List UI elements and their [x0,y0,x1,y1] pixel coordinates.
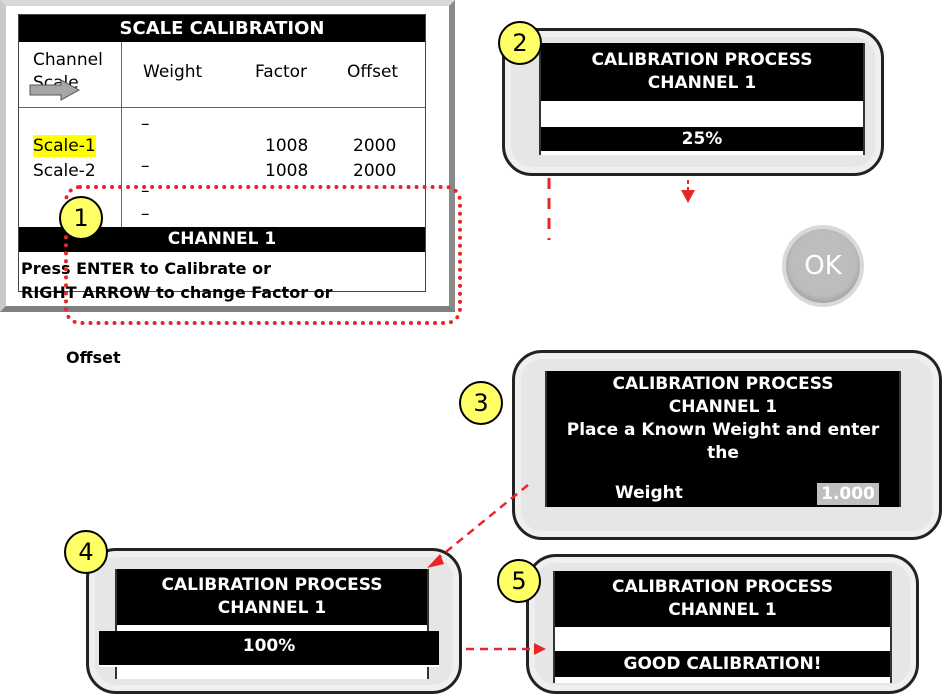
row1-factor: 1008 [265,136,309,156]
screen2-display: CALIBRATION PROCESS CHANNEL 1 25% [539,43,865,155]
screen3-instruction-line2: the [707,443,739,463]
screen5-title: CALIBRATION PROCESS CHANNEL 1 [555,571,890,627]
scale-calibration-panel: SCALE CALIBRATION Channel Scale Weight F… [18,14,426,302]
header-offset: Offset [347,62,399,82]
screen4-device: CALIBRATION PROCESS CHANNEL 1 100% [86,548,462,694]
screen5-display: CALIBRATION PROCESS CHANNEL 1 GOOD CALIB… [553,571,892,683]
header-factor: Factor [255,62,308,82]
screen5-title-line1: CALIBRATION PROCESS [611,577,833,597]
screen2-progress-bar: 25% [541,127,863,151]
screen-title: SCALE CALIBRATION [19,15,425,42]
scale-calibration-screen: SCALE CALIBRATION Channel Scale Weight F… [0,0,455,312]
screen4-progress-bar: 100% [99,631,439,667]
right-arrow-icon [29,79,81,101]
screen2-title: CALIBRATION PROCESS CHANNEL 1 [541,43,863,101]
screen4-title-line1: CALIBRATION PROCESS [161,575,383,595]
screen4-title-line2: CHANNEL 1 [217,598,327,618]
weight-value-field[interactable]: 1.000 [817,483,879,505]
instruction-line-2: RIGHT ARROW to change Factor or [21,283,333,302]
header-weight: Weight [143,62,203,82]
flow-arrow-line [435,484,529,561]
weight-label: Weight [615,483,683,503]
step-badge-1: 1 [59,196,103,240]
instruction-line-1: Press ENTER to Calibrate or [21,259,271,278]
screen5-status-bar: GOOD CALIBRATION! [555,651,890,677]
row4-weight: – [141,204,150,224]
step-badge-2: 2 [498,21,542,65]
screen4-title: CALIBRATION PROCESS CHANNEL 1 [117,569,427,625]
step-badge-5: 5 [497,559,541,603]
arrow-head-icon [427,554,444,568]
instruction-line-3: Offset [66,348,121,367]
ok-button[interactable]: OK [786,229,860,303]
row1-weight: – [141,114,150,134]
screen5-title-line2: CHANNEL 1 [668,600,777,620]
screen3-title-line1: CALIBRATION PROCESS [612,374,834,394]
screen3-instruction-line1: Place a Known Weight and enter [566,420,880,440]
row2-factor: 1008 [265,161,309,181]
instruction-text: Press ENTER to Calibrate or RIGHT ARROW … [21,257,381,305]
row2-scale[interactable]: Scale-2 [33,161,96,181]
screen3-text: CALIBRATION PROCESS CHANNEL 1 Place a Kn… [547,371,899,465]
screen4-display: CALIBRATION PROCESS CHANNEL 1 100% [99,569,439,679]
row1-scale[interactable]: Scale-1 [33,135,96,157]
screen3-display: CALIBRATION PROCESS CHANNEL 1 Place a Kn… [545,371,901,507]
arrow-head-icon [681,190,695,203]
table-divider [19,107,425,108]
row3-weight: – [141,181,150,201]
row2-offset: 2000 [353,161,397,181]
arrow-head-icon [534,643,546,655]
row2-weight: – [141,156,150,176]
screen5-device: CALIBRATION PROCESS CHANNEL 1 GOOD CALIB… [526,554,919,694]
row1-offset: 2000 [353,136,397,156]
screen3-title-line2: CHANNEL 1 [668,397,778,417]
step-badge-4: 4 [64,530,108,574]
screen2-device: CALIBRATION PROCESS CHANNEL 1 25% [502,28,884,176]
column-divider [121,42,122,227]
screen2-title-line1: CALIBRATION PROCESS [591,50,813,70]
screen2-title-line2: CHANNEL 1 [647,73,757,93]
header-channel: Channel [33,50,103,70]
highlight-outline [64,185,462,325]
screen3-device: CALIBRATION PROCESS CHANNEL 1 Place a Kn… [512,350,942,540]
step-badge-3: 3 [459,381,503,425]
